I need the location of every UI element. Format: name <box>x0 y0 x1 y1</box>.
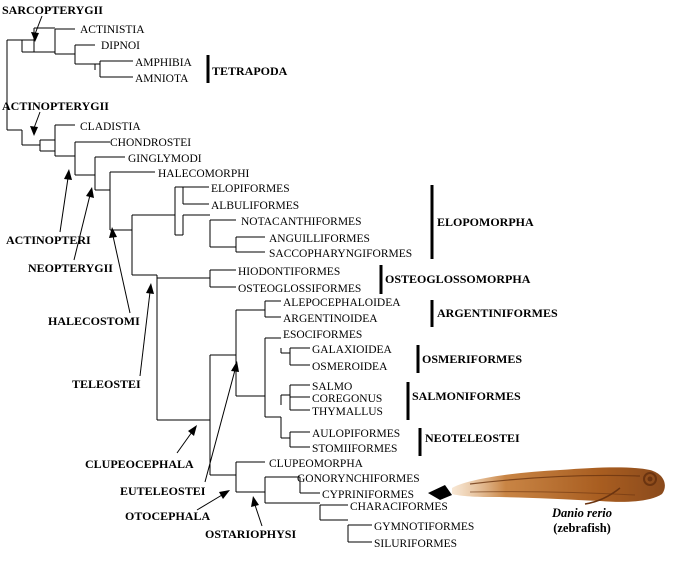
taxon-label: GINGLYMODI <box>128 153 202 165</box>
taxon-label: ALBULIFORMES <box>211 200 299 212</box>
node-label-ostariophysi: OSTARIOPHYSI <box>205 527 296 541</box>
taxon-label: THYMALLUS <box>312 406 383 418</box>
taxon-label: CLUPEOMORPHA <box>269 458 364 470</box>
common-name-caption: (zebrafish) <box>553 521 611 535</box>
taxon-label: GYMNOTIFORMES <box>374 521 474 533</box>
group-label-tetrapoda: TETRAPODA <box>212 64 288 78</box>
taxon-label: DIPNOI <box>101 40 140 52</box>
taxon-label: AMPHIBIA <box>135 57 193 69</box>
taxon-label: OSTEOGLOSSIFORMES <box>238 283 361 295</box>
taxon-label: CLADISTIA <box>80 121 141 133</box>
group-label-elopomorpha: ELOPOMORPHA <box>437 215 534 229</box>
taxon-label: ESOCIFORMES <box>283 329 362 341</box>
node-label-euteleostei: EUTELEOSTEI <box>120 484 206 498</box>
taxon-label: SILURIFORMES <box>374 538 457 550</box>
taxon-label: ALEPOCEPHALOIDEA <box>283 297 401 309</box>
taxa-labels: ACTINISTIA DIPNOI AMPHIBIA AMNIOTA CLADI… <box>80 24 474 550</box>
tree-branches <box>6 27 372 543</box>
group-label-neoteleostei: NEOTELEOSTEI <box>425 431 520 445</box>
taxon-label: CHONDROSTEI <box>110 137 191 149</box>
taxon-label: ACTINISTIA <box>80 24 145 36</box>
taxon-label: HIODONTIFORMES <box>238 266 340 278</box>
taxon-label: SACCOPHARYNGIFORMES <box>269 248 412 260</box>
node-label-clupeocephala: CLUPEOCEPHALA <box>85 457 194 471</box>
group-label-argentiniformes: ARGENTINIFORMES <box>437 306 558 320</box>
node-label-teleostei: TELEOSTEI <box>72 377 141 391</box>
taxon-label: ANGUILLIFORMES <box>269 233 370 245</box>
taxon-label: ARGENTINOIDEA <box>283 313 378 325</box>
species-caption: Danio rerio <box>551 506 612 520</box>
zebrafish-larva-image <box>452 467 665 505</box>
node-label-halecostomi: HALECOSTOMI <box>48 314 140 328</box>
taxon-label: CHARACIFORMES <box>350 501 448 513</box>
group-label-osmeriformes: OSMERIFORMES <box>422 352 522 366</box>
node-labels: SARCOPTERYGII ACTINOPTERYGII ACTINOPTERI… <box>2 3 296 541</box>
taxon-label: GONORYNCHIFORMES <box>297 473 420 485</box>
group-brackets: TETRAPODA ELOPOMORPHA OSTEOGLOSSOMORPHA … <box>206 55 558 456</box>
taxon-label: CYPRINIFORMES <box>322 489 414 501</box>
node-label-neopterygii: NEOPTERYGII <box>28 261 113 275</box>
node-label-sarcopterygii: SARCOPTERYGII <box>2 3 103 17</box>
taxon-label: COREGONUS <box>312 393 382 405</box>
taxon-label: AULOPIFORMES <box>312 428 400 440</box>
node-label-actinopteri: ACTINOPTERI <box>6 233 91 247</box>
taxon-label: ELOPIFORMES <box>211 183 290 195</box>
taxon-label: NOTACANTHIFORMES <box>241 216 361 228</box>
node-label-actinopterygii: ACTINOPTERYGII <box>2 99 109 113</box>
node-arrows <box>30 15 452 527</box>
taxon-label: SALMO <box>312 381 352 393</box>
group-label-salmoniformes: SALMONIFORMES <box>412 389 521 403</box>
group-label-osteoglossomorpha: OSTEOGLOSSOMORPHA <box>385 272 531 286</box>
taxon-label: HALECOMORPHI <box>158 168 250 180</box>
taxon-label: AMNIOTA <box>135 73 189 85</box>
taxon-label: OSMEROIDEA <box>312 361 388 373</box>
node-label-otocephala: OTOCEPHALA <box>125 509 210 523</box>
taxon-label: STOMIIFORMES <box>312 443 397 455</box>
taxon-label: GALAXIOIDEA <box>312 344 393 356</box>
